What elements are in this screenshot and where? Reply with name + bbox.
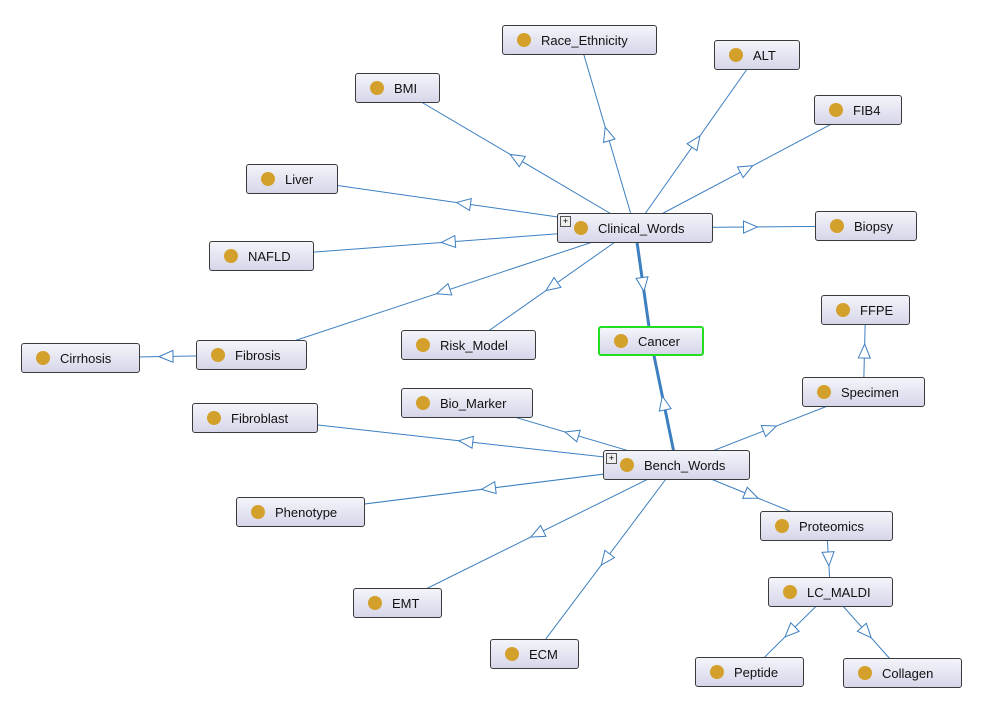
node-label: Fibrosis: [235, 347, 281, 363]
class-node-race[interactable]: Race_Ethnicity: [502, 25, 657, 55]
class-node-biomarker[interactable]: Bio_Marker: [401, 388, 533, 418]
class-node-ecm[interactable]: ECM: [490, 639, 579, 669]
class-icon: [836, 303, 850, 317]
arrowhead-icon: [602, 126, 616, 144]
node-label: Cancer: [638, 333, 680, 349]
class-icon: [817, 385, 831, 399]
node-label: FIB4: [853, 102, 881, 118]
class-icon: [36, 351, 50, 365]
class-icon: [775, 519, 789, 533]
node-label: ALT: [753, 47, 776, 63]
node-label: Bench_Words: [644, 457, 726, 473]
node-label: Specimen: [841, 384, 899, 400]
class-icon: [261, 172, 275, 186]
class-node-cancer[interactable]: Cancer: [598, 326, 704, 356]
class-icon: [416, 338, 430, 352]
node-label: Collagen: [882, 665, 934, 681]
class-node-bmi[interactable]: BMI: [355, 73, 440, 103]
arrowhead-icon: [686, 134, 701, 152]
class-icon: [829, 103, 843, 117]
node-label: Liver: [285, 171, 314, 187]
node-label: NAFLD: [248, 248, 291, 264]
class-icon: [574, 221, 588, 235]
arrowhead-icon: [742, 220, 759, 234]
class-node-collagen[interactable]: Collagen: [843, 658, 962, 688]
arrowhead-icon: [736, 165, 754, 179]
arrowhead-icon: [544, 276, 562, 292]
class-icon: [370, 81, 384, 95]
class-node-alt[interactable]: ALT: [714, 40, 800, 70]
class-node-ffpe[interactable]: FFPE: [821, 295, 910, 325]
class-icon: [251, 505, 265, 519]
node-label: Risk_Model: [440, 337, 508, 353]
node-label: Race_Ethnicity: [541, 32, 628, 48]
class-node-risk[interactable]: Risk_Model: [401, 330, 536, 360]
class-icon: [830, 219, 844, 233]
class-node-specimen[interactable]: Specimen: [802, 377, 925, 407]
arrowhead-icon: [509, 153, 527, 168]
arrowhead-icon: [457, 435, 474, 450]
node-label: FFPE: [860, 302, 894, 318]
class-node-emt[interactable]: EMT: [353, 588, 442, 618]
node-label: Biopsy: [854, 218, 894, 234]
class-icon: [620, 458, 634, 472]
class-node-bench[interactable]: + Bench_Words: [603, 450, 750, 480]
node-label: Phenotype: [275, 504, 338, 520]
class-node-fibrosis[interactable]: Fibrosis: [196, 340, 307, 370]
arrowhead-icon: [600, 549, 616, 567]
arrowhead-icon: [455, 197, 472, 212]
arrowhead-icon: [529, 524, 547, 538]
node-label: ECM: [529, 646, 558, 662]
node-label: Peptide: [734, 664, 779, 680]
node-label: EMT: [392, 595, 420, 611]
node-label: Clinical_Words: [598, 220, 685, 236]
class-icon: [783, 585, 797, 599]
arrowhead-icon: [440, 234, 457, 249]
class-icon: [710, 665, 724, 679]
arrowhead-icon: [857, 342, 872, 359]
class-node-nafld[interactable]: NAFLD: [209, 241, 314, 271]
arrowhead-icon: [435, 282, 453, 296]
class-icon: [614, 334, 628, 348]
arrowhead-icon: [742, 486, 760, 499]
class-icon: [517, 33, 531, 47]
class-node-peptide[interactable]: Peptide: [695, 657, 804, 687]
class-node-biopsy[interactable]: Biopsy: [815, 211, 917, 241]
class-node-fibroblast[interactable]: Fibroblast: [192, 403, 318, 433]
class-icon: [211, 348, 225, 362]
class-icon: [505, 647, 519, 661]
class-node-phenotype[interactable]: Phenotype: [236, 497, 365, 527]
class-node-clinical[interactable]: + Clinical_Words: [557, 213, 713, 243]
arrowhead-icon: [157, 349, 174, 364]
arrowhead-icon: [784, 621, 801, 638]
node-label: Fibroblast: [231, 410, 289, 426]
class-node-proteomics[interactable]: Proteomics: [760, 511, 893, 541]
class-icon: [207, 411, 221, 425]
class-node-cirrhosis[interactable]: Cirrhosis: [21, 343, 140, 373]
class-node-liver[interactable]: Liver: [246, 164, 338, 194]
node-label: Cirrhosis: [60, 350, 112, 366]
expand-icon[interactable]: +: [606, 453, 617, 464]
class-icon: [368, 596, 382, 610]
arrowhead-icon: [635, 276, 649, 293]
expand-icon[interactable]: +: [560, 216, 571, 227]
node-label: BMI: [394, 80, 418, 96]
class-node-fib4[interactable]: FIB4: [814, 95, 902, 125]
arrowhead-icon: [760, 424, 778, 438]
arrowhead-icon: [821, 551, 835, 568]
node-label: LC_MALDI: [807, 584, 871, 600]
arrowhead-icon: [658, 394, 672, 412]
arrowhead-icon: [480, 480, 497, 495]
class-icon: [729, 48, 743, 62]
node-label: Proteomics: [799, 518, 865, 534]
class-node-lcmaldi[interactable]: LC_MALDI: [768, 577, 893, 607]
class-icon: [224, 249, 238, 263]
class-icon: [416, 396, 430, 410]
node-label: Bio_Marker: [440, 395, 507, 411]
class-icon: [858, 666, 872, 680]
arrowhead-icon: [563, 429, 581, 443]
arrowhead-icon: [856, 622, 872, 639]
